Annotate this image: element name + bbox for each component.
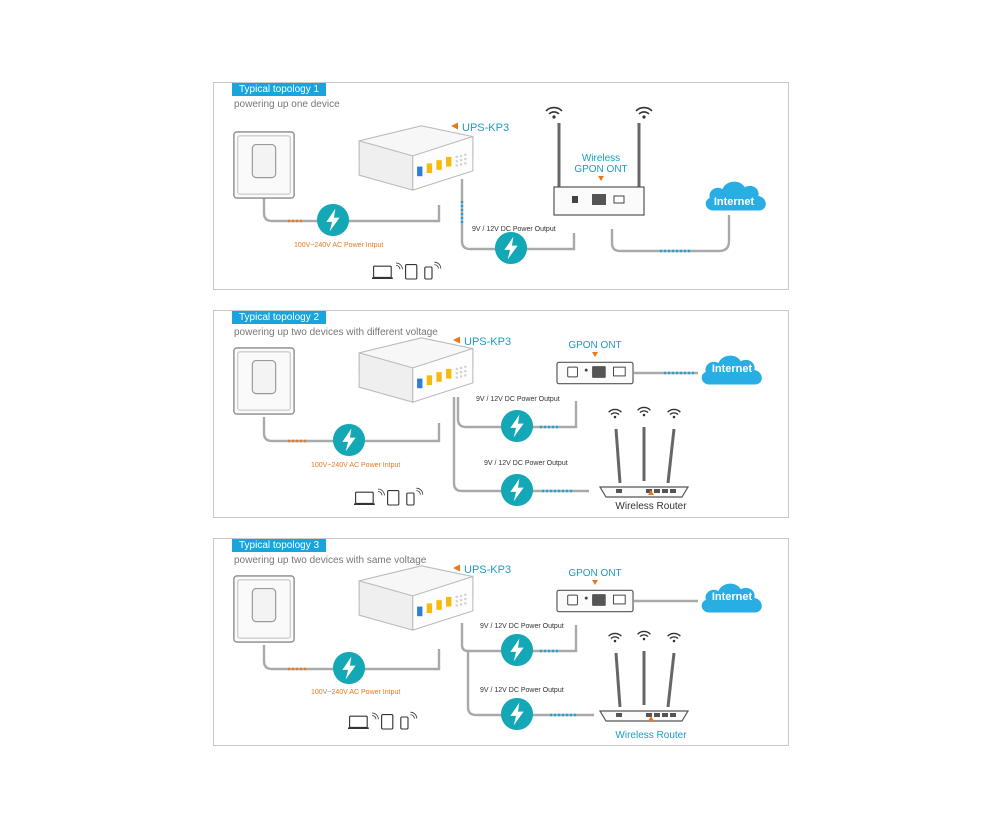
wifi-signal-icon — [636, 630, 652, 641]
topology-diagram: UPS-KP3 GPON ONT 9V / 12V DC Power Outpu… — [233, 336, 762, 512]
topology-subtitle: powering up two devices with same voltag… — [234, 555, 427, 566]
client-devices-icon — [372, 261, 442, 280]
wifi-signal-icon — [545, 106, 563, 119]
wifi-signal-icon — [607, 408, 623, 419]
wifi-signal-icon — [666, 632, 682, 643]
wifi-signal-icon — [636, 406, 652, 417]
power-bolt-icon — [500, 697, 534, 731]
ac-input-label: 100V~240V AC Power Intput — [311, 462, 400, 469]
wireless-router-icon — [598, 425, 690, 499]
ont-label: GPON ONT — [568, 568, 621, 579]
ups-device-icon — [358, 337, 474, 403]
power-bolt-icon — [500, 473, 534, 507]
topology-panel-2: Typical topology 2 powering up two devic… — [213, 310, 789, 518]
ont-device-icon — [556, 589, 634, 613]
topology-panel-1: Typical topology 1 powering up one devic… — [213, 82, 789, 290]
ac-input-label: 100V~240V AC Power Intput — [311, 689, 400, 696]
ac-adapter-icon — [233, 575, 295, 643]
dc-output-label: 9V / 12V DC Power Output — [476, 396, 560, 403]
topology-diagram: UPS-KP3 GPON ONT 9V / 12V DC Power Outpu… — [233, 564, 762, 741]
power-bolt-icon — [500, 409, 534, 443]
ont-label-line1: Wireless — [582, 153, 620, 164]
ont-label: GPON ONT — [568, 340, 621, 351]
wifi-signal-icon — [666, 408, 682, 419]
client-devices-icon — [348, 711, 418, 730]
ups-label: UPS-KP3 — [464, 336, 511, 348]
ups-device-icon — [358, 125, 474, 191]
client-devices-icon — [354, 487, 424, 506]
internet-label: Internet — [712, 363, 753, 375]
topology-tag: Typical topology 3 — [232, 539, 327, 552]
internet-label: Internet — [714, 196, 755, 208]
wireless-router-icon — [598, 649, 690, 723]
dc-output-label: 9V / 12V DC Power Output — [484, 460, 568, 467]
ac-adapter-icon — [233, 347, 295, 415]
topology-panel-3: Typical topology 3 powering up two devic… — [213, 538, 789, 746]
ac-input-label: 100V~240V AC Power Intput — [294, 242, 383, 249]
power-bolt-icon — [316, 203, 350, 237]
ont-label-line2: GPON ONT — [574, 164, 627, 175]
power-bolt-icon — [332, 651, 366, 685]
ups-label: UPS-KP3 — [462, 122, 509, 134]
internet-label: Internet — [712, 591, 753, 603]
power-bolt-icon — [500, 633, 534, 667]
topology-tag: Typical topology 2 — [232, 311, 327, 324]
ont-device-icon — [556, 361, 634, 385]
dc-output-label: 9V / 12V DC Power Output — [472, 226, 556, 233]
topology-subtitle: powering up two devices with different v… — [234, 327, 438, 338]
topology-diagram: UPS-KP3 Wireless GPON ONT 9V / 12V DC Po… — [233, 106, 766, 280]
ac-adapter-icon — [233, 131, 295, 199]
dc-output-label: 9V / 12V DC Power Output — [480, 623, 564, 630]
power-bolt-icon — [332, 423, 366, 457]
topology-tag: Typical topology 1 — [232, 83, 327, 96]
topology-subtitle: powering up one device — [234, 99, 340, 110]
ups-label: UPS-KP3 — [464, 564, 511, 576]
router-label: Wireless Router — [615, 501, 687, 512]
router-label: Wireless Router — [615, 730, 687, 741]
power-bolt-icon — [494, 231, 528, 265]
dc-output-label: 9V / 12V DC Power Output — [480, 687, 564, 694]
ups-device-icon — [358, 565, 474, 631]
wifi-signal-icon — [635, 106, 653, 119]
wifi-signal-icon — [607, 632, 623, 643]
